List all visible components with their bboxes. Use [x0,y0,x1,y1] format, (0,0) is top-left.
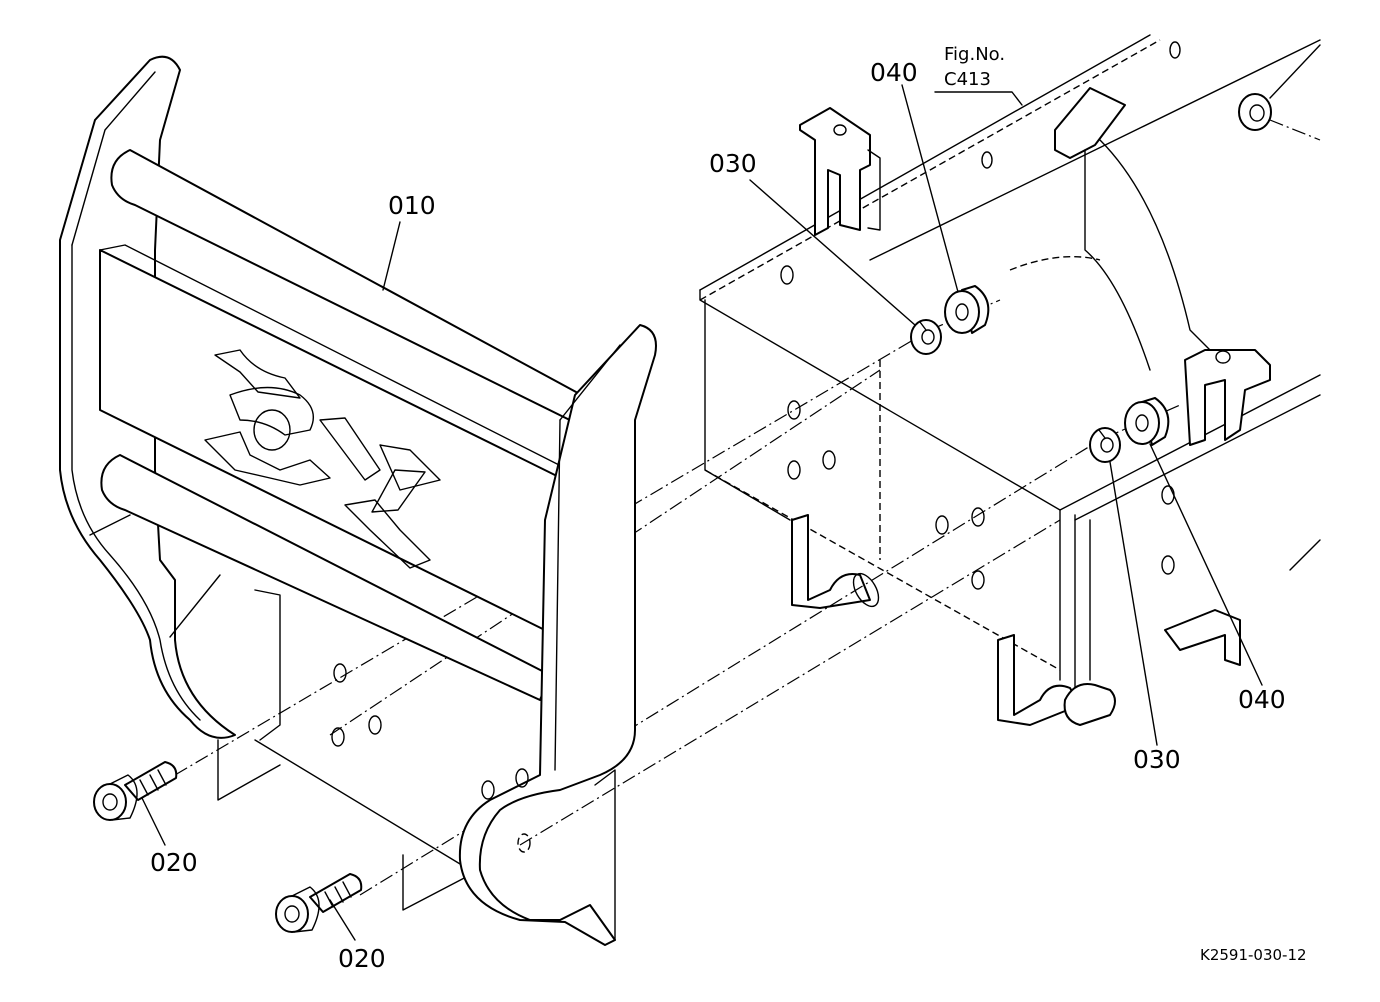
label-washer-040-lower: 040 [1238,685,1286,714]
front-guard [59,55,657,946]
washer-upper [944,285,990,334]
label-bolt-020-right: 020 [338,944,386,973]
rx-logo-emblem [204,349,441,569]
lock-washer-lower [1089,427,1121,463]
drawing-code: K2591-030-12 [1200,946,1307,964]
label-lock-washer-030-upper: 030 [709,149,757,178]
chassis-frame [699,34,1321,726]
leader-lines [141,84,1263,941]
label-guard-010: 010 [388,191,436,220]
label-lock-washer-030-lower: 030 [1133,745,1181,774]
label-bolt-020-left: 020 [150,848,198,877]
figure-ref-title: Fig.No. [944,44,1005,65]
bolt-right [275,873,363,933]
washer-lower [1124,397,1170,446]
figure-ref-number: C413 [944,69,991,90]
bolt-left [93,761,178,821]
label-washer-040-upper: 040 [870,58,918,87]
lock-washer-upper [910,319,942,355]
